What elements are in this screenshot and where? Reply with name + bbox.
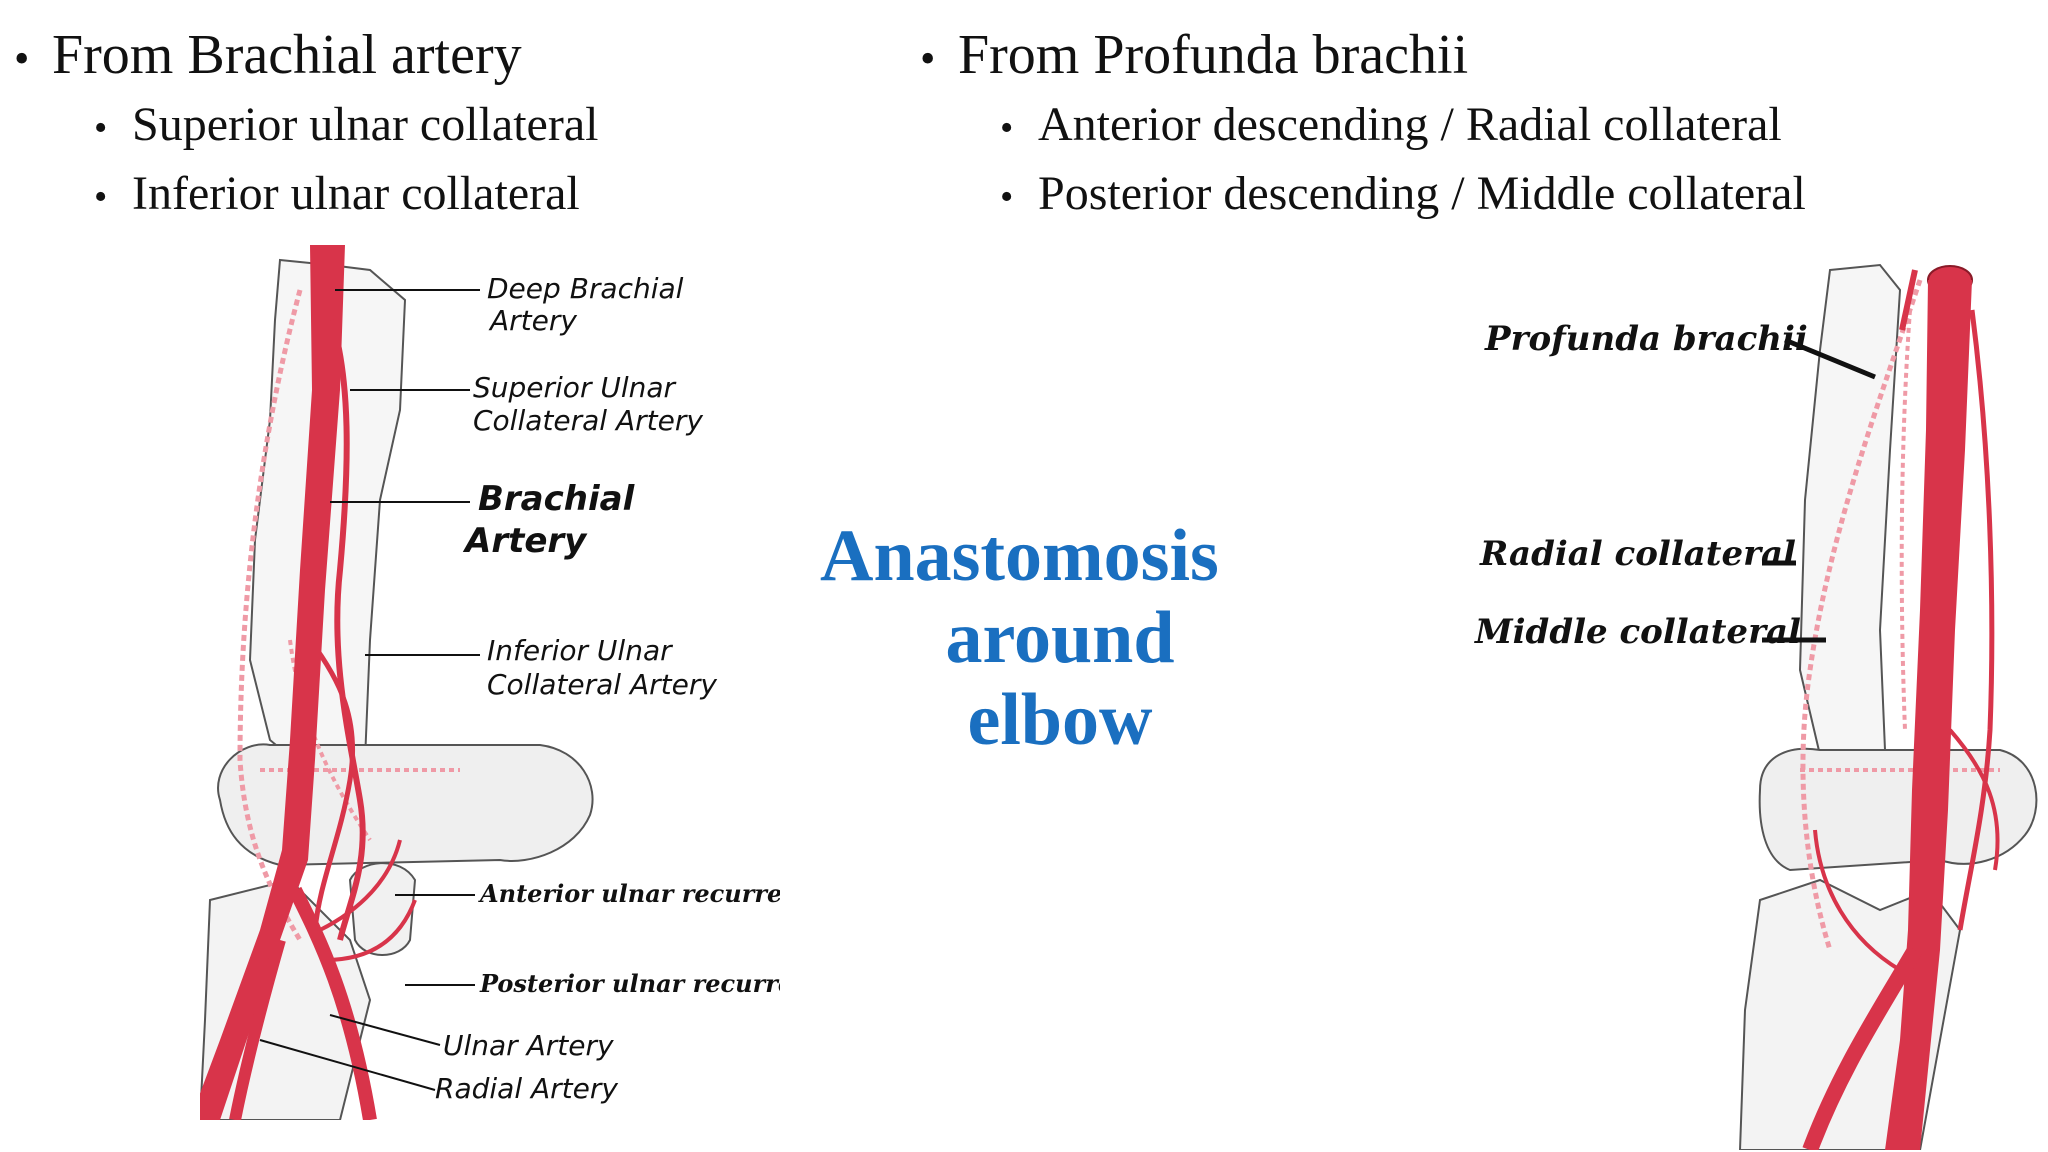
right-list-heading: From Profunda brachii [958, 24, 1469, 86]
label-brachial-artery: Brachial [478, 479, 636, 519]
center-title-line: Anastomosis [820, 515, 1219, 597]
inferior-ulnar-collateral-artery [307, 638, 356, 931]
superior-ulnar-collateral-artery [1957, 309, 1995, 931]
humerus-condyles [217, 743, 594, 867]
label-superior-ulnar: Superior Ulnar [473, 371, 677, 404]
superior-ulnar-collateral-artery [329, 319, 366, 941]
profunda-brachii-artery [1899, 269, 1918, 331]
right-bullet-list: • From Profunda brachii • Anterior desce… [920, 22, 1806, 230]
left-list-item-text: Inferior ulnar collateral [132, 167, 580, 220]
label-deep-brachial: Artery [488, 304, 577, 337]
brachial-artery [200, 245, 345, 1120]
radial-recurrent-artery [1813, 829, 1902, 972]
label-brachial-artery: Artery [462, 521, 588, 561]
right-list-item-text: Anterior descending / Radial collateral [1038, 98, 1782, 151]
left-list-heading: From Brachial artery [52, 24, 522, 86]
left-bullet-list: • From Brachial artery • Superior ulnar … [14, 22, 598, 230]
ulnar-artery [288, 886, 377, 1120]
label-radial-artery: Radial Artery [435, 1072, 618, 1105]
right-list-heading-row: • From Profunda brachii [920, 22, 1806, 92]
label-profunda-brachii: Profunda brachii [1484, 319, 1808, 359]
label-radial-collateral: Radial collateral [1479, 534, 1796, 574]
humerus-bone [1798, 263, 1902, 757]
bullet-icon: • [1000, 176, 1014, 218]
label-middle-collateral: Middle collateral [1474, 612, 1801, 652]
collateral-dotted-artery [1899, 309, 1912, 731]
anterior-ulnar-recurrent-artery [319, 839, 402, 932]
leader-line [329, 1014, 441, 1046]
brachial-artery [1885, 280, 1972, 1150]
center-title: Anastomosis around elbow [820, 515, 1260, 761]
right-elbow-diagram: Profunda brachii Radial collateral Middl… [1474, 263, 2038, 1150]
right-list-item: • Anterior descending / Radial collatera… [1000, 92, 1806, 161]
left-elbow-diagram: Deep Brachial Artery Superior Ulnar Coll… [200, 245, 780, 1120]
label-inferior-ulnar: Collateral Artery [487, 668, 717, 701]
bullet-icon: • [920, 34, 936, 83]
bullet-icon: • [14, 34, 30, 83]
bullet-icon: • [1000, 107, 1014, 149]
label-anterior-ulnar-recurrent: Anterior ulnar recurrent [478, 879, 780, 908]
right-list-item-text: Posterior descending / Middle collateral [1038, 167, 1806, 220]
radial-artery [1802, 945, 1922, 1150]
label-superior-ulnar: Collateral Artery [473, 404, 703, 437]
posterior-ulnar-recurrent-artery [324, 899, 417, 962]
bullet-icon: • [94, 176, 108, 218]
left-list-item: • Superior ulnar collateral [94, 92, 598, 161]
leader-line [259, 1039, 436, 1091]
label-inferior-ulnar: Inferior Ulnar [487, 634, 673, 667]
bullet-icon: • [94, 107, 108, 149]
center-title-line: around [945, 597, 1175, 679]
center-title-line: elbow [967, 679, 1153, 761]
inferior-ulnar-collateral-artery [1948, 728, 2000, 871]
collateral-dotted-artery [237, 289, 303, 942]
left-list-heading-row: • From Brachial artery [14, 22, 598, 92]
left-list-item-text: Superior ulnar collateral [132, 98, 599, 151]
left-list-item: • Inferior ulnar collateral [94, 161, 598, 230]
label-ulnar-artery: Ulnar Artery [443, 1029, 614, 1062]
label-deep-brachial: Deep Brachial [487, 272, 684, 305]
leader-line [1784, 337, 1876, 380]
right-list-item: • Posterior descending / Middle collater… [1000, 161, 1806, 230]
collateral-dotted-artery [1800, 279, 1923, 951]
label-posterior-ulnar-recurrent: Posterior ulnar recurrent [479, 969, 780, 998]
radial-artery [229, 938, 286, 1120]
